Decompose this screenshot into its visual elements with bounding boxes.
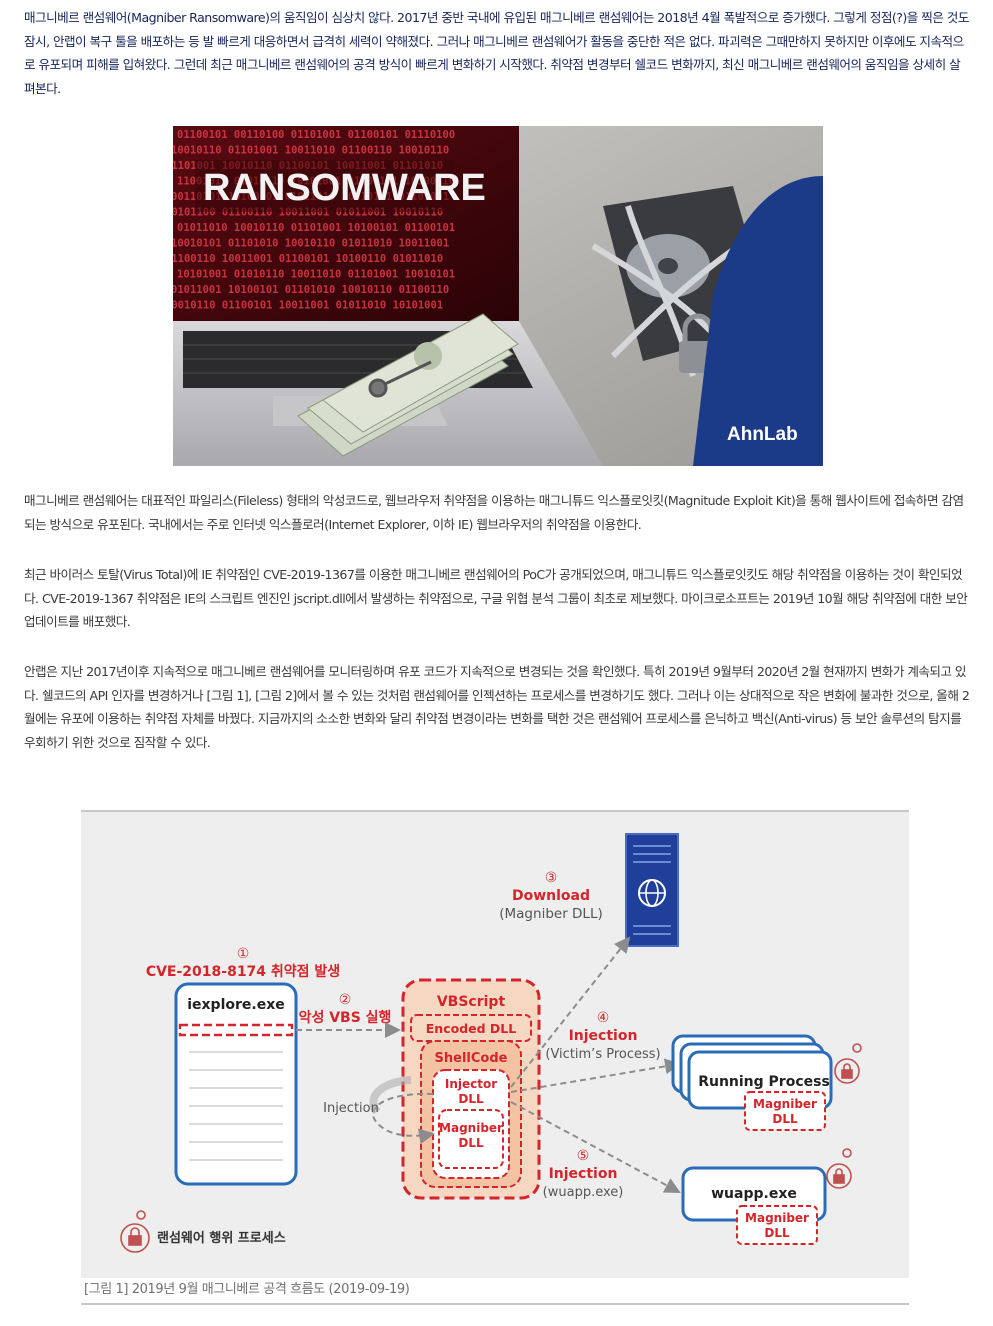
figure-caption: [그림 1] 2019년 9월 매그니베르 공격 흐름도 (2019-09-19… <box>84 1282 410 1297</box>
step3-number: ③ <box>545 870 558 886</box>
binary-row: 01100101 00110100 01101001 01100101 0111… <box>177 129 455 141</box>
encoded-dll-label: Encoded DLL <box>426 1021 517 1036</box>
paragraph-monitoring: 안랩은 지난 2017년이후 지속적으로 매그니베르 랜섬웨어를 모니터링하며 … <box>24 664 970 750</box>
magniber-dll-label-1: Magniber <box>439 1121 503 1135</box>
intro-paragraph: 매그니베르 랜섬웨어(Magniber Ransomware)의 움직임이 심상… <box>24 10 969 96</box>
victim-injection-arrow <box>510 1058 681 1093</box>
injector-dll-label-1: Injector <box>445 1077 497 1091</box>
injection-loop-label: Injection <box>323 1101 379 1116</box>
step5-sub: (wuapp.exe) <box>543 1185 624 1200</box>
wuapp-process-box: wuapp.exe Magniber DLL <box>681 1166 827 1245</box>
binary-row: 10101001 01010110 10011010 01101001 1001… <box>177 269 455 281</box>
dollar-bills <box>297 313 519 457</box>
download-arrow <box>510 936 631 1088</box>
binary-row: 01100110 10011001 01100101 10100110 0101… <box>173 253 443 265</box>
running-magniber-label-2: DLL <box>772 1112 798 1126</box>
vbscript-container: VBScript Encoded DLL ShellCode Injector … <box>401 978 541 1200</box>
step4-sub: (Victim’s Process) <box>545 1047 660 1062</box>
step3-label: Download <box>512 888 590 904</box>
paragraph-cve-2019-1367: 최근 바이러스 토탈(Virus Total)에 IE 취약점인 CVE-201… <box>24 567 968 630</box>
figure-bottom-rule <box>81 1303 909 1305</box>
binary-row: 01011001 10100101 01101010 10010110 0110… <box>173 284 449 296</box>
running-process-label: Running Process <box>698 1074 830 1090</box>
injection-loop-arrow <box>369 1076 435 1145</box>
laptop-screen: 01100101 00110100 01101001 01100101 0111… <box>173 126 519 321</box>
step5-label: Injection <box>549 1166 618 1182</box>
step1-number: ① <box>237 946 250 962</box>
wuapp-injection-arrow <box>510 1101 681 1193</box>
ransomware-hero-image: 01100101 00110100 01101001 01100101 0111… <box>173 126 823 466</box>
iexplore-process-box: iexplore.exe <box>174 982 298 1186</box>
wuapp-label: wuapp.exe <box>711 1186 797 1202</box>
running-process-box: Running Process Magniber DLL <box>671 1034 833 1131</box>
iexplore-label: iexplore.exe <box>187 997 285 1013</box>
key-icon <box>368 360 432 398</box>
magniber-dll-label-2: DLL <box>458 1136 484 1150</box>
binary-row: 10010110 01101001 10011010 01100110 1001… <box>173 145 449 157</box>
lock-gear-icon <box>834 1043 862 1084</box>
binary-row: 01011010 10010110 01101001 10100101 0110… <box>177 222 455 234</box>
step5-number: ⑤ <box>577 1148 590 1164</box>
step1-label: CVE-2018-8174 취약점 발생 <box>146 963 340 980</box>
attack-flow-figure: ③ Download (Magniber DLL) ① CVE-2018-817… <box>81 810 909 1278</box>
binary-row: 10010110 01100101 10011001 01011010 1010… <box>173 300 443 312</box>
lock-gear-icon-2 <box>826 1148 852 1189</box>
step4-number: ④ <box>597 1010 610 1026</box>
binary-row: 10010101 01101010 10010110 01011010 1001… <box>173 238 449 250</box>
step3-sub: (Magniber DLL) <box>499 906 603 922</box>
injector-dll-label-2: DLL <box>458 1092 484 1106</box>
vbscript-label: VBScript <box>437 994 506 1010</box>
step4-label: Injection <box>569 1028 638 1044</box>
legend-lock-icon <box>120 1210 150 1253</box>
legend-label: 랜섬웨어 행위 프로세스 <box>157 1230 286 1246</box>
server-icon <box>625 833 679 947</box>
paragraph-fileless: 매그니베르 랜섬웨어는 대표적인 파일리스(Fileless) 형태의 악성코드… <box>24 493 964 532</box>
wuapp-magniber-label-1: Magniber <box>745 1211 809 1225</box>
ahnlab-logo: AhnLab <box>727 424 798 445</box>
wuapp-magniber-label-2: DLL <box>764 1226 790 1240</box>
shellcode-label: ShellCode <box>435 1051 508 1066</box>
step2-label: 악성 VBS 실행 <box>299 1009 392 1026</box>
ransomware-screen-text: RANSOMWARE <box>203 167 486 209</box>
ahnlab-brand-panel <box>693 176 823 466</box>
running-magniber-label-1: Magniber <box>753 1097 817 1111</box>
step2-number: ② <box>339 992 352 1008</box>
